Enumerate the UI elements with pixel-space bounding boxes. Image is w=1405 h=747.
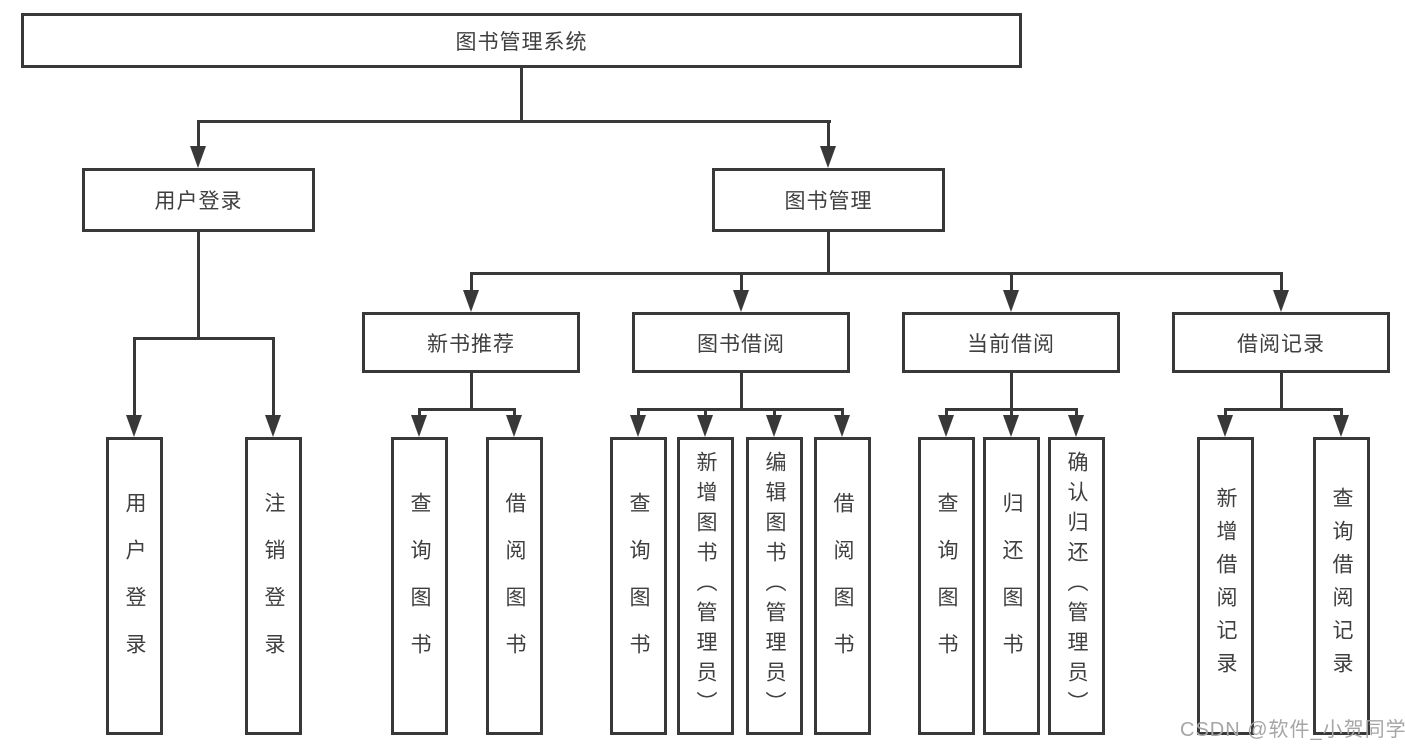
arrowhead <box>766 415 782 437</box>
arrowhead <box>834 415 850 437</box>
connector-line <box>418 408 516 411</box>
node-new-book-recommend: 新书推荐 <box>362 312 580 373</box>
connector-line <box>197 120 831 123</box>
node-user-login: 用户登录 <box>82 168 315 232</box>
arrowhead <box>820 146 836 168</box>
leaf-current-confirm-return-admin: 确认归还（管理员） <box>1048 437 1105 735</box>
connector-line <box>272 337 275 417</box>
connector-line <box>470 272 473 292</box>
connector-line <box>704 408 707 418</box>
connector-line <box>1340 408 1343 418</box>
connector-line <box>1224 408 1343 411</box>
arrowhead <box>1003 290 1019 312</box>
leaf-borrow-borrow-books: 借阅图书 <box>814 437 871 735</box>
leaf-label: 借阅图书 <box>831 492 854 680</box>
connector-line <box>1010 408 1013 418</box>
connector-line <box>1010 373 1013 408</box>
leaf-label: 借阅图书 <box>503 492 526 680</box>
leaf-label: 查询图书 <box>935 492 958 680</box>
node-book-management: 图书管理 <box>712 168 945 232</box>
connector-line <box>945 408 948 418</box>
arrowhead <box>126 415 142 437</box>
leaf-label: 查询图书 <box>627 492 650 680</box>
node-book-borrowing: 图书借阅 <box>632 312 850 373</box>
arrowhead <box>190 146 206 168</box>
node-label: 图书管理系统 <box>455 30 588 54</box>
leaf-borrow-edit-books-admin: 编辑图书（管理员） <box>746 437 803 735</box>
connector-line <box>470 272 1282 275</box>
connector-line <box>637 408 844 411</box>
leaf-borrow-query-books: 查询图书 <box>610 437 667 735</box>
leaf-user-login: 用户登录 <box>106 437 163 735</box>
arrowhead <box>697 415 713 437</box>
connector-line <box>1280 272 1283 292</box>
arrowhead <box>1273 290 1289 312</box>
node-label: 图书借阅 <box>697 332 785 356</box>
leaf-current-return-books: 归还图书 <box>983 437 1040 735</box>
connector-line <box>827 232 830 272</box>
arrowhead <box>1217 415 1233 437</box>
connector-line <box>637 408 640 418</box>
connector-line <box>470 373 473 408</box>
connector-line <box>133 337 275 340</box>
csdn-watermark: CSDN @软件_小贺同学 <box>1180 719 1405 741</box>
leaf-newbook-borrow-books: 借阅图书 <box>486 437 543 735</box>
leaf-record-query-borrow-record: 查询借阅记录 <box>1313 437 1370 735</box>
arrowhead <box>1003 415 1019 437</box>
leaf-borrow-add-books-admin: 新增图书（管理员） <box>677 437 734 735</box>
leaf-label: 查询图书 <box>408 492 431 680</box>
connector-line <box>827 120 830 150</box>
leaf-newbook-query-books: 查询图书 <box>391 437 448 735</box>
connector-line <box>197 232 200 337</box>
leaf-label: 新增图书（管理员） <box>694 451 717 721</box>
node-label: 借阅记录 <box>1237 332 1325 356</box>
leaf-label: 用户登录 <box>123 492 146 680</box>
arrowhead <box>938 415 954 437</box>
connector-line <box>1224 408 1227 418</box>
arrowhead <box>733 290 749 312</box>
leaf-label: 注销登录 <box>262 492 285 680</box>
arrowhead <box>1333 415 1349 437</box>
node-borrowing-records: 借阅记录 <box>1172 312 1390 373</box>
leaf-label: 查询借阅记录 <box>1330 487 1353 685</box>
arrowhead <box>630 415 646 437</box>
arrowhead <box>1068 415 1084 437</box>
leaf-label: 归还图书 <box>1000 492 1023 680</box>
connector-line <box>841 408 844 418</box>
node-label: 当前借阅 <box>967 332 1055 356</box>
connector-line <box>740 272 743 292</box>
connector-line <box>1075 408 1078 418</box>
node-label: 图书管理 <box>784 190 873 213</box>
leaf-label: 新增借阅记录 <box>1214 487 1237 685</box>
connector-line <box>197 120 200 150</box>
leaf-record-add-borrow-record: 新增借阅记录 <box>1197 437 1254 735</box>
connector-line <box>1280 373 1283 408</box>
node-library-management-system: 图书管理系统 <box>21 13 1022 68</box>
connector-line <box>513 408 516 418</box>
arrowhead <box>411 415 427 437</box>
connector-line <box>740 373 743 408</box>
leaf-logout: 注销登录 <box>245 437 302 735</box>
connector-line <box>133 337 136 417</box>
connector-line <box>773 408 776 418</box>
arrowhead <box>506 415 522 437</box>
connector-line <box>1010 272 1013 292</box>
connector-line <box>520 68 523 120</box>
leaf-label: 编辑图书（管理员） <box>763 451 786 721</box>
node-label: 新书推荐 <box>427 332 515 356</box>
connector-line <box>418 408 421 418</box>
leaf-label: 确认归还（管理员） <box>1065 451 1088 721</box>
arrowhead <box>265 415 281 437</box>
node-label: 用户登录 <box>154 190 243 213</box>
leaf-current-query-books: 查询图书 <box>918 437 975 735</box>
arrowhead <box>463 290 479 312</box>
node-current-borrowing: 当前借阅 <box>902 312 1120 373</box>
